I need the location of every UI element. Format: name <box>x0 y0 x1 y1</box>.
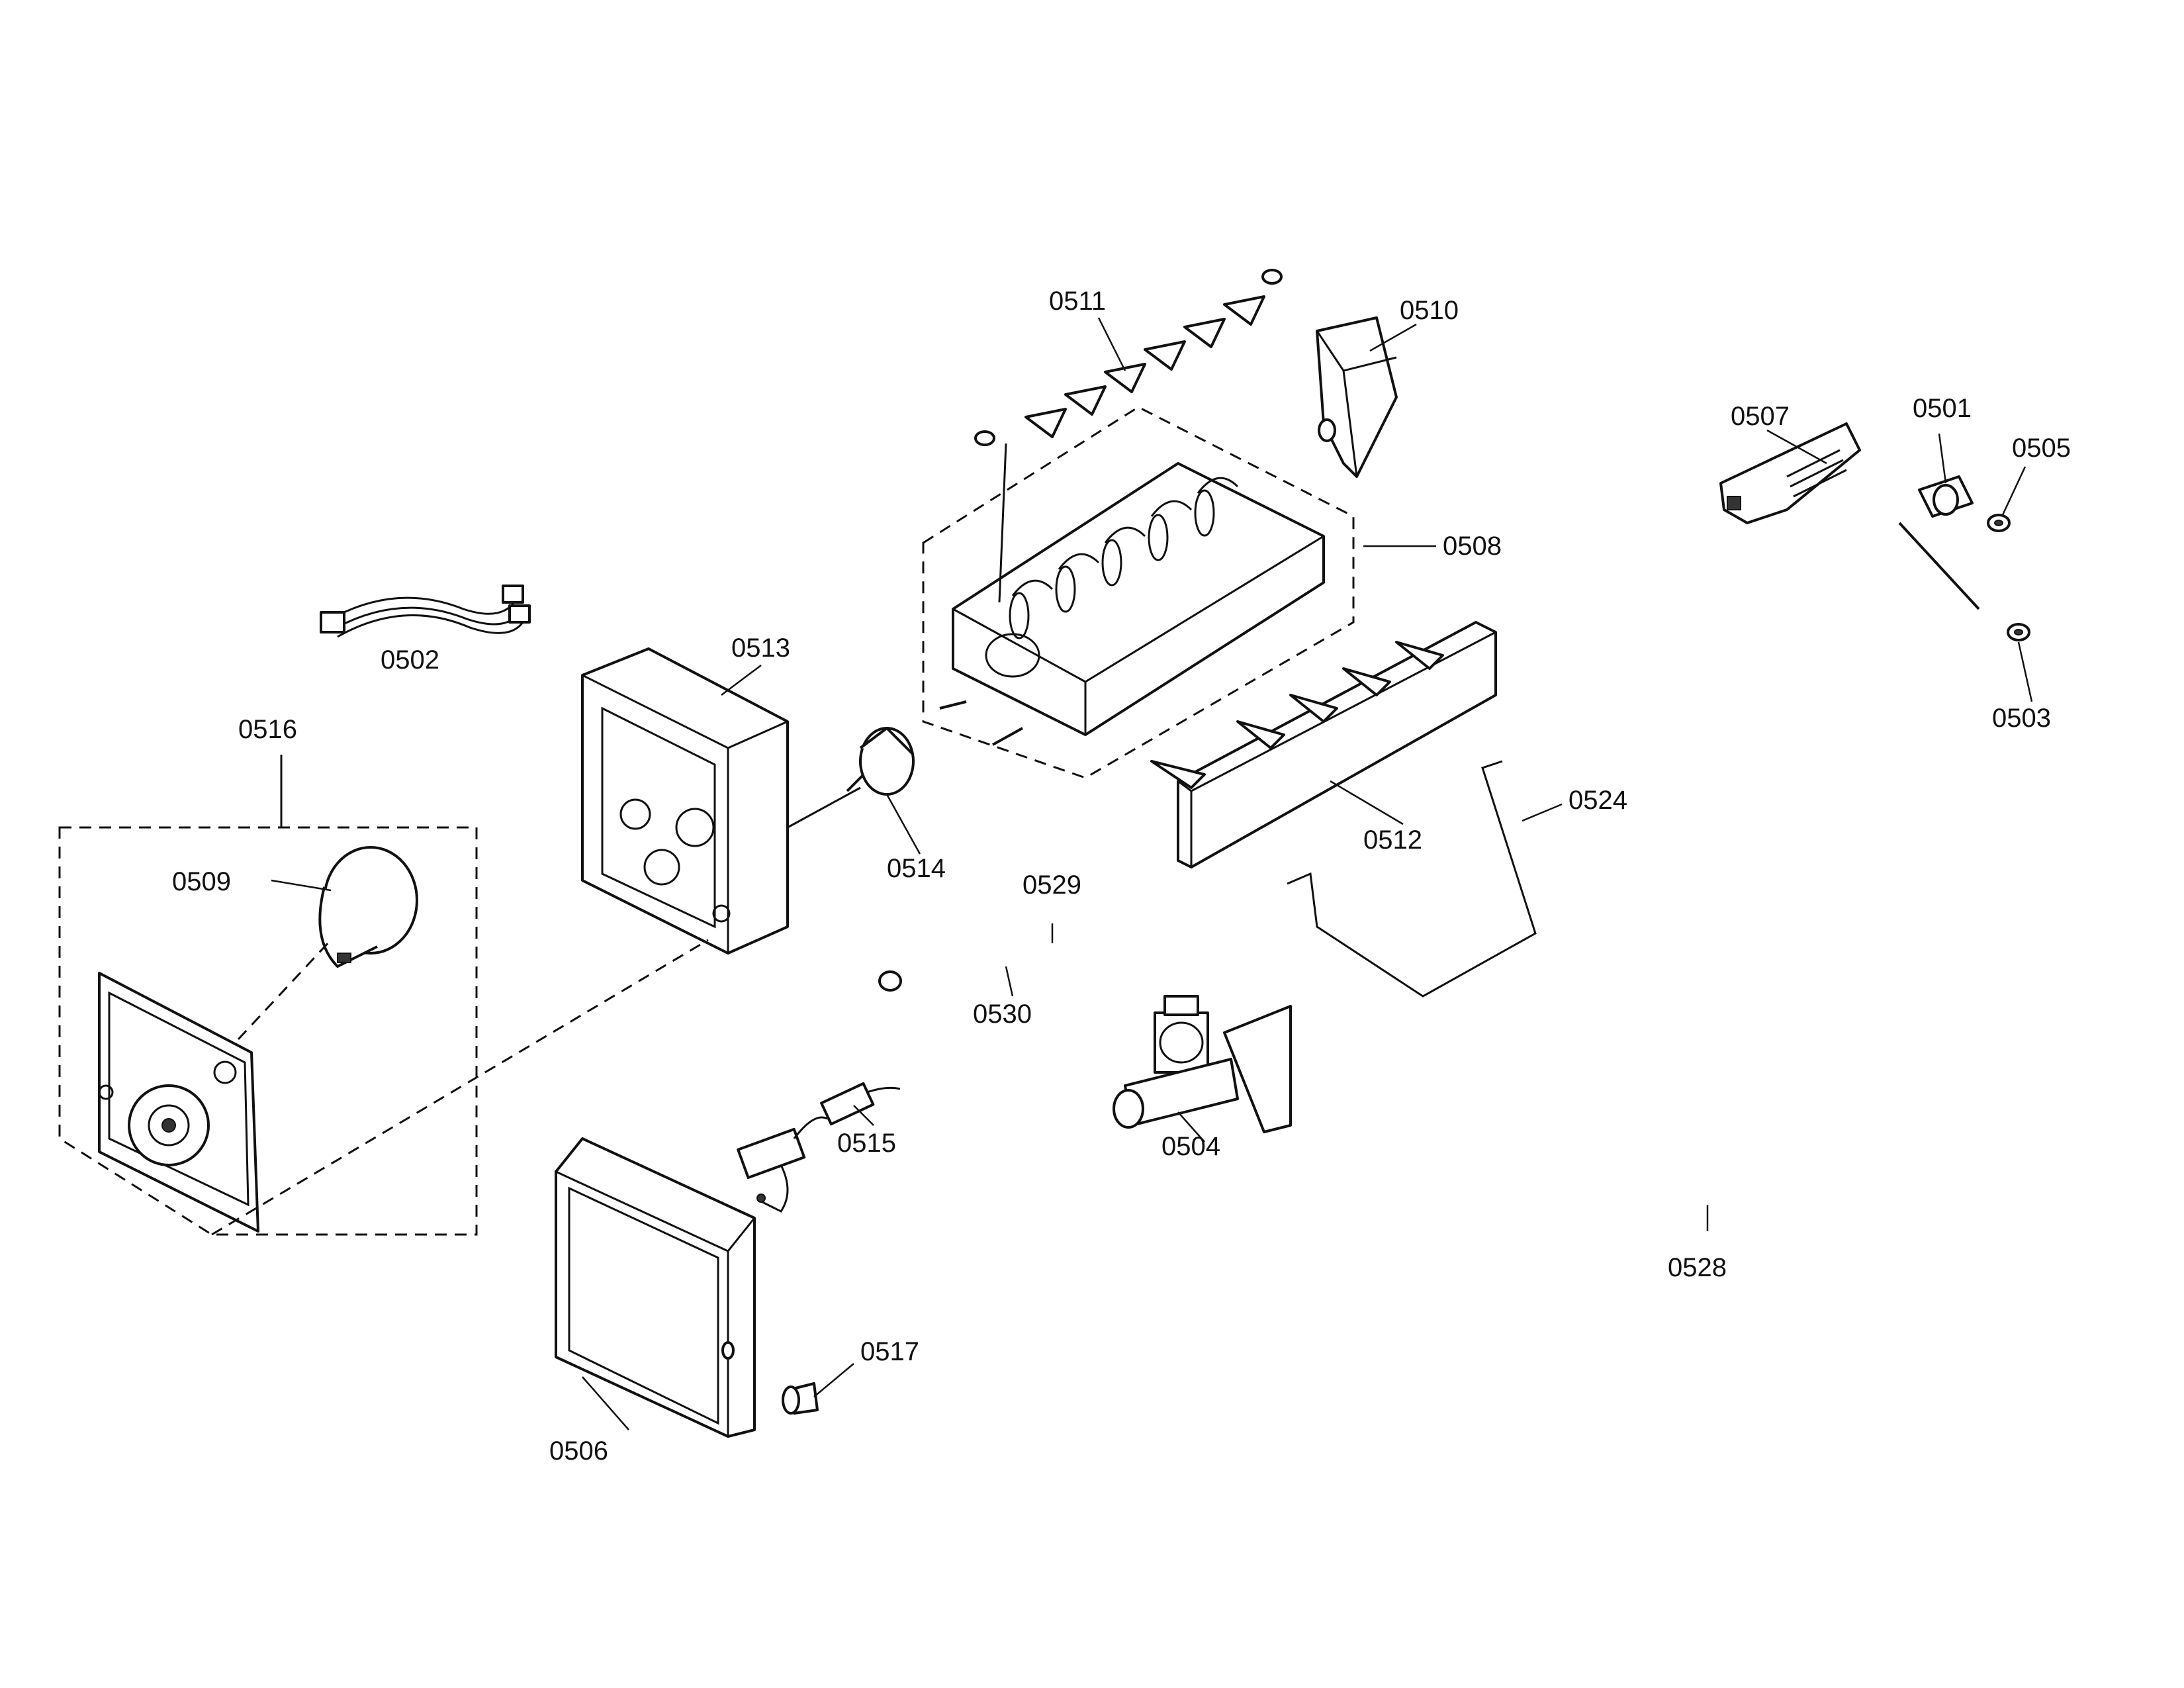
part-control-module <box>98 972 259 1233</box>
connector-line <box>998 443 1007 603</box>
label-0510: 0510 <box>1400 296 1459 325</box>
part-fill-cup <box>1316 316 1398 478</box>
label-0503: 0503 <box>1992 704 2051 733</box>
label-0505: 0505 <box>2012 434 2071 463</box>
label-0529: 0529 <box>1023 870 1081 900</box>
label-0516: 0516 <box>238 715 297 744</box>
control-group-outline <box>58 826 478 1236</box>
part-screw <box>782 1382 819 1415</box>
part-tube-0529 <box>871 933 1141 953</box>
label-0511: 0511 <box>1049 287 1106 316</box>
part-housing <box>581 647 789 955</box>
part-water-tube <box>1382 523 1895 1360</box>
part-tube-0530 <box>878 959 1121 992</box>
connector-line <box>237 939 332 1041</box>
label-0515: 0515 <box>837 1129 896 1158</box>
label-0507: 0507 <box>1731 402 1790 431</box>
label-0524: 0524 <box>1569 786 1627 815</box>
leader-lines <box>271 317 2033 1430</box>
label-0517: 0517 <box>860 1337 919 1366</box>
part-wiring-connector <box>737 1082 901 1213</box>
part-cover <box>555 1137 756 1438</box>
label-0502: 0502 <box>381 645 439 675</box>
part-water-valve <box>1113 995 1292 1133</box>
part-ice-mold <box>939 462 1325 746</box>
part-washer-0503 <box>2007 623 2030 641</box>
part-shutoff-arm <box>1287 760 1537 998</box>
label-0504: 0504 <box>1161 1132 1220 1161</box>
label-0513: 0513 <box>731 633 790 663</box>
label-0501: 0501 <box>1913 394 1972 423</box>
label-0512: 0512 <box>1363 825 1422 855</box>
part-wire-harness <box>320 585 531 638</box>
part-washer-0505 <box>1987 514 2011 532</box>
part-fill-rod <box>1898 522 1980 610</box>
mold-group-outline <box>922 406 1355 779</box>
label-0508: 0508 <box>1443 532 1502 561</box>
label-0514: 0514 <box>887 854 946 883</box>
label-0528: 0528 <box>1668 1253 1727 1282</box>
part-motor <box>318 846 418 968</box>
part-ejector-rake <box>974 269 1283 446</box>
connector-line <box>787 786 861 829</box>
part-stripper <box>1150 621 1497 868</box>
part-motor-cap <box>846 727 915 796</box>
label-0506: 0506 <box>549 1436 608 1466</box>
part-bracket <box>1719 422 1861 524</box>
label-0530: 0530 <box>973 1000 1032 1029</box>
part-fitting <box>1918 475 1974 518</box>
label-0509: 0509 <box>172 867 231 896</box>
connector-line <box>211 939 709 1236</box>
